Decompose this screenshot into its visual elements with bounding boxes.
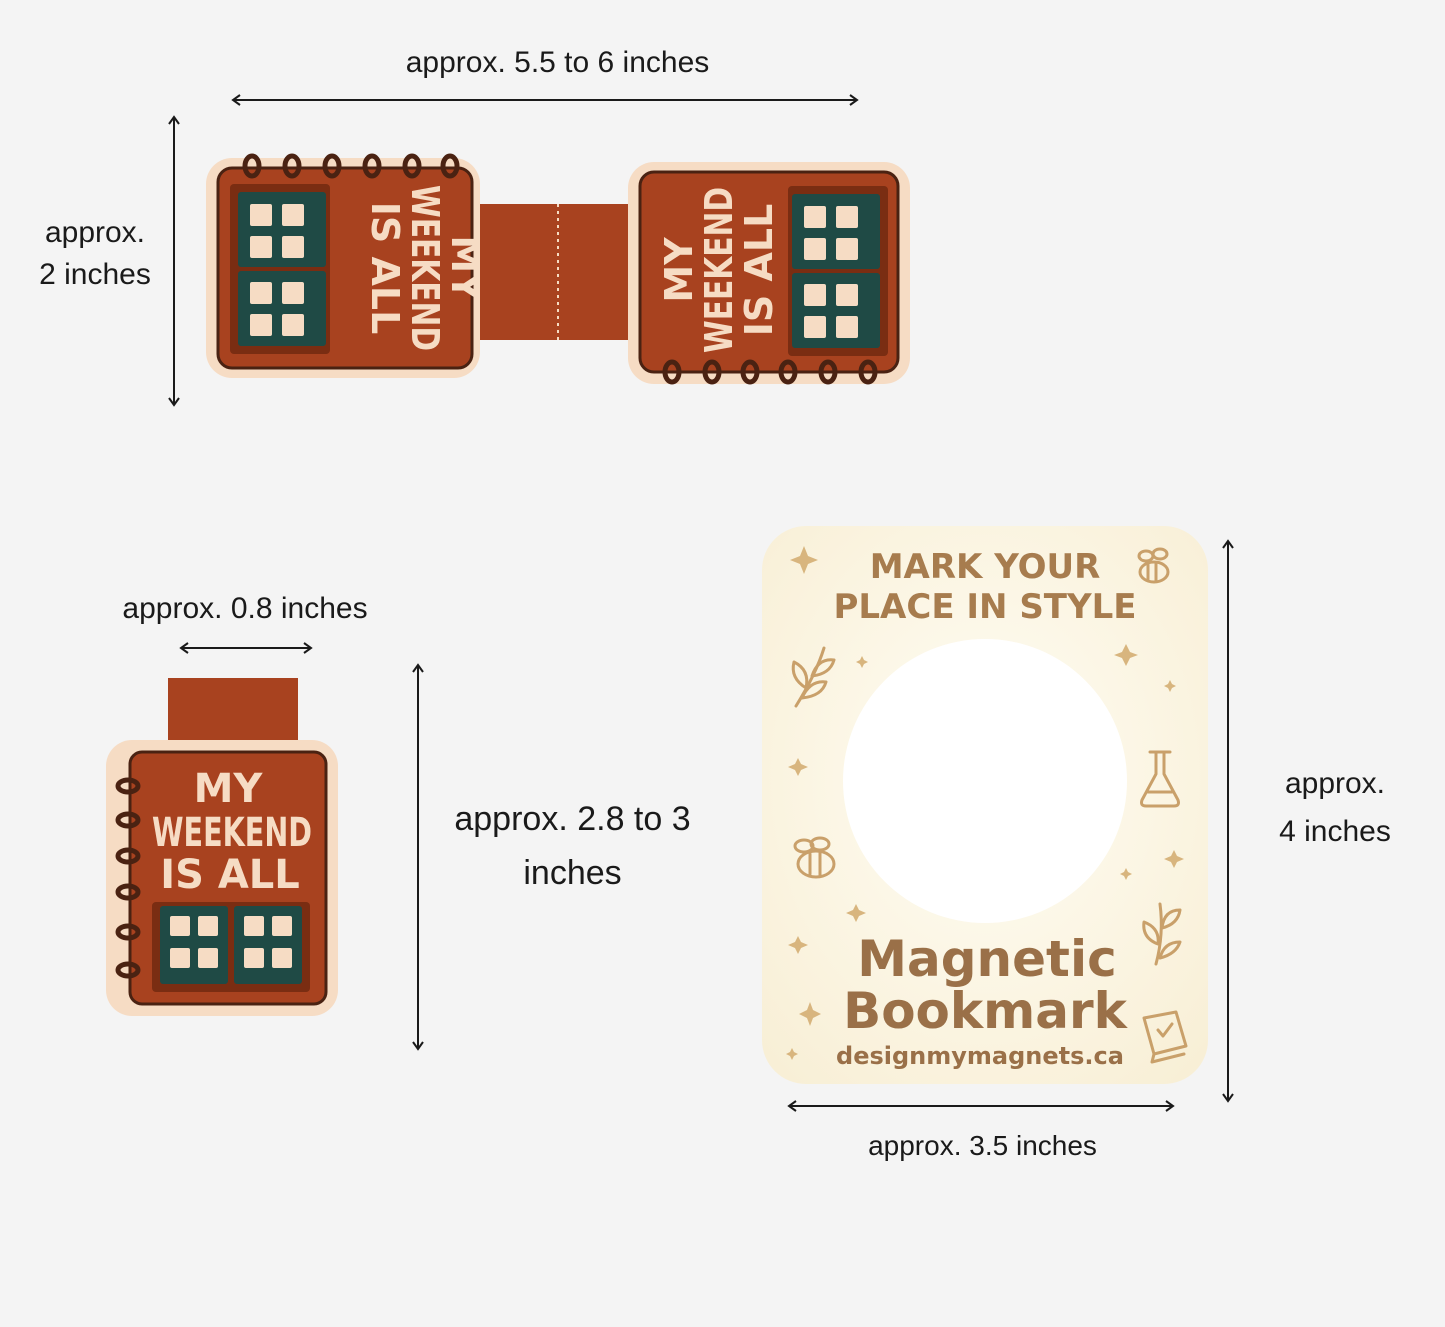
bee-icon bbox=[1137, 547, 1170, 584]
flask-icon bbox=[1140, 750, 1180, 808]
open-height-arrow bbox=[168, 115, 180, 407]
closed-bookmark: MY WEEKEND IS ALL bbox=[106, 678, 338, 1016]
bee-icon bbox=[793, 836, 836, 879]
sparkle-icon bbox=[1164, 850, 1184, 868]
card-title-line2: Bookmark bbox=[843, 982, 1129, 1040]
sparkle-icon bbox=[846, 904, 866, 922]
card-height-label: approx. 4 inches bbox=[1250, 760, 1420, 856]
closed-height-line1: approx. 2.8 to 3 bbox=[454, 800, 691, 838]
left-magnet-line2: WEEKEND bbox=[403, 185, 447, 351]
sparkle-icon bbox=[1164, 680, 1176, 692]
card-heading-line2: PLACE IN STYLE bbox=[833, 587, 1136, 627]
left-magnet-line1: MY bbox=[443, 235, 487, 301]
open-width-arrow bbox=[231, 94, 859, 106]
closed-width-arrow bbox=[179, 642, 313, 654]
open-height-label: approx. 2 inches bbox=[20, 212, 170, 296]
sparkle-icon bbox=[799, 1002, 821, 1026]
sparkle-icon bbox=[856, 656, 868, 668]
open-bookmark: MY WEEKEND IS ALL M bbox=[206, 153, 910, 385]
left-book-icon bbox=[230, 184, 330, 354]
card-website: designmymagnets.ca bbox=[836, 1042, 1124, 1070]
book-heart-icon bbox=[1142, 1010, 1188, 1064]
closed-height-line2: inches bbox=[523, 854, 622, 893]
sparkle-icon bbox=[786, 1048, 798, 1060]
card-height-line1: approx. bbox=[1284, 767, 1386, 800]
right-magnet-line3: IS ALL bbox=[737, 204, 781, 337]
closed-height-arrow bbox=[412, 663, 424, 1051]
closed-magnet-line1: MY bbox=[194, 766, 264, 812]
sparkle-icon bbox=[1120, 868, 1132, 880]
right-magnet-line1: MY bbox=[657, 237, 701, 303]
card-title-line1: Magnetic bbox=[857, 930, 1116, 988]
leaf-branch-icon bbox=[791, 646, 836, 708]
closed-book-icon bbox=[152, 902, 310, 992]
right-magnet-panel: MY WEEKEND IS ALL bbox=[628, 162, 910, 385]
sparkle-icon bbox=[788, 936, 808, 954]
closed-magnet-line2: WEEKEND bbox=[152, 810, 312, 856]
left-magnet-panel: MY WEEKEND IS ALL bbox=[206, 153, 487, 378]
right-book-icon bbox=[788, 186, 888, 356]
card-height-arrow bbox=[1222, 539, 1234, 1103]
closed-height-label: approx. 2.8 to 3 inches bbox=[430, 792, 715, 901]
closed-magnet-line3: IS ALL bbox=[160, 852, 300, 898]
right-magnet-line2: WEEKEND bbox=[697, 187, 741, 353]
card-width-label: approx. 3.5 inches bbox=[868, 1130, 1097, 1161]
backing-card: MARK YOUR PLACE IN STYLE Magnetic Bookma… bbox=[762, 526, 1208, 1084]
sparkle-icon bbox=[1114, 644, 1138, 666]
sparkle-icon bbox=[788, 758, 808, 776]
card-heading-line1: MARK YOUR bbox=[870, 547, 1101, 587]
left-magnet-line3: IS ALL bbox=[363, 202, 407, 335]
open-width-label: approx. 5.5 to 6 inches bbox=[405, 46, 710, 79]
open-height-line2: 2 inches bbox=[39, 258, 151, 291]
closed-width-label: approx. 0.8 inches bbox=[122, 592, 368, 625]
card-width-arrow bbox=[787, 1100, 1175, 1112]
open-height-line1: approx. bbox=[44, 216, 146, 249]
leaf-branch-icon bbox=[1142, 902, 1182, 966]
sparkle-icon bbox=[790, 546, 818, 574]
bookmark-strip bbox=[480, 204, 640, 340]
card-height-line2: 4 inches bbox=[1279, 815, 1391, 848]
magnet-placement-circle bbox=[843, 639, 1127, 923]
